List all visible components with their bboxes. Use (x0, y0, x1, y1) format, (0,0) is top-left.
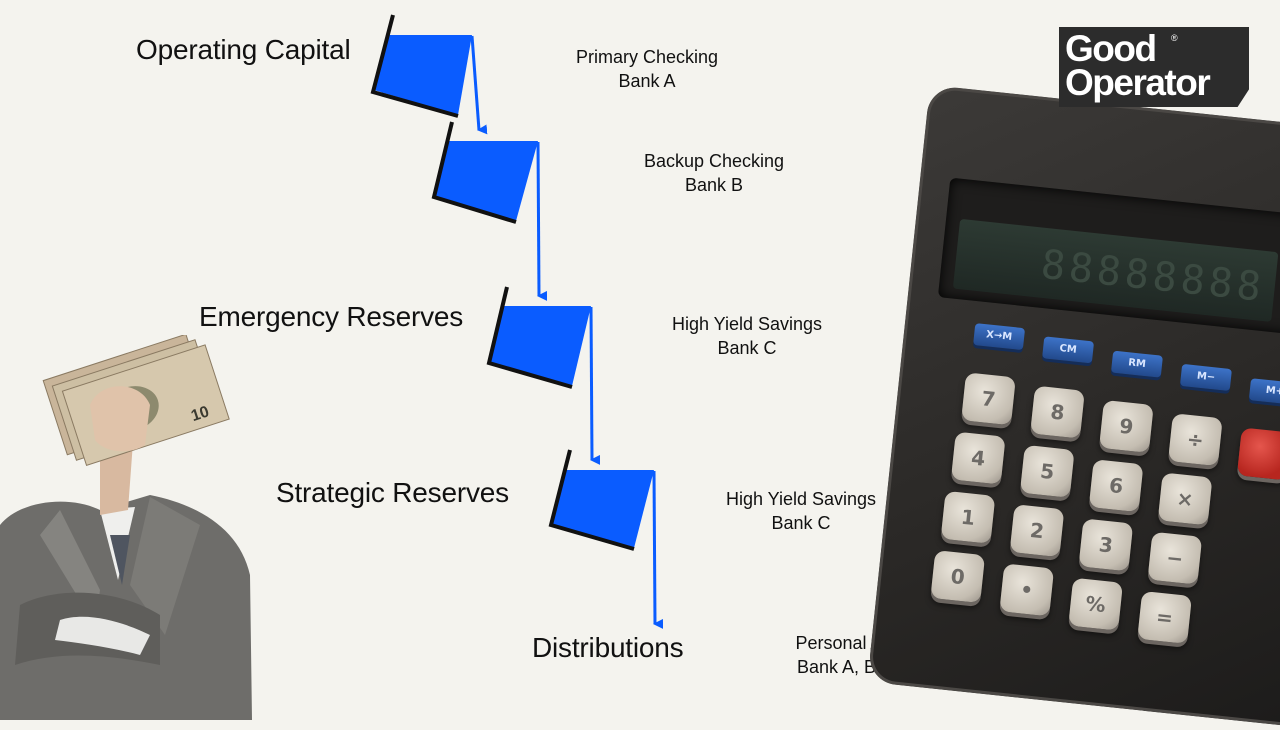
calculator-key: 5 (1019, 444, 1075, 498)
tier-label-strategic-reserves: Strategic Reserves (276, 477, 509, 508)
calculator-memory-key: CM (1042, 336, 1095, 364)
logo-registered-mark: ® (1171, 33, 1178, 43)
calculator-key: 2 (1009, 504, 1065, 558)
calculator-photo: 88888888 X→M CM RM M− M+ 7 8 9 ÷ 4 5 6 ×… (867, 85, 1280, 730)
calculator-key: ÷ (1168, 413, 1223, 467)
calculator-key: 8 (1030, 385, 1085, 439)
calculator-memory-key: X→M (973, 323, 1026, 351)
calculator-memory-key: M+ (1248, 378, 1280, 406)
account-type: High Yield Savings (725, 489, 877, 509)
calculator-key: % (1068, 577, 1124, 631)
arrow-down-icon (470, 35, 488, 135)
logo-line-1: Good (1065, 28, 1157, 69)
money-in-hand-photo: 10 (0, 335, 252, 720)
calculator-key: − (1147, 531, 1203, 585)
account-label: High Yield Savings Bank C (681, 487, 921, 535)
arrow-down-icon (652, 470, 664, 629)
calculator-key (1236, 427, 1280, 481)
calculator-key: 9 (1099, 399, 1154, 453)
calculator-key: 0 (930, 550, 986, 604)
tier-label-distributions: Distributions (532, 632, 684, 663)
calculator-key: = (1137, 590, 1193, 644)
calculator-memory-key: RM (1110, 350, 1163, 378)
bucket-icon (431, 121, 538, 224)
account-label: Backup Checking Bank B (594, 149, 834, 197)
bucket-icon (548, 449, 654, 551)
calculator-key: 6 (1088, 459, 1144, 513)
account-type: Backup Checking (643, 151, 785, 171)
account-type: High Yield Savings (671, 314, 823, 334)
good-operator-logo: Good ® Operator (1059, 27, 1249, 107)
account-bank: Bank B (684, 175, 744, 195)
arrow-down-icon (589, 306, 601, 465)
calculator-display-digits: 88888888 (1038, 241, 1268, 311)
calculator-memory-key: M− (1179, 363, 1232, 391)
calculator-key: × (1157, 472, 1213, 526)
calculator-key: 3 (1078, 518, 1134, 572)
bucket-icon (370, 14, 472, 118)
arrow-down-icon (536, 141, 548, 301)
account-label: Primary Checking Bank A (527, 45, 767, 93)
account-bank: Bank C (717, 338, 777, 358)
tier-label-emergency-reserves: Emergency Reserves (199, 301, 464, 332)
calculator-key: 7 (961, 372, 1016, 426)
logo-line-2: Operator (1065, 62, 1211, 103)
account-label: High Yield Savings Bank C (627, 312, 867, 360)
calculator-key: 4 (950, 431, 1006, 485)
account-type: Primary Checking (575, 47, 719, 67)
tier-label-operating-capital: Operating Capital (136, 34, 351, 65)
account-bank: Bank C (771, 513, 831, 533)
bucket-icon (486, 286, 591, 389)
calculator-key: 1 (940, 490, 996, 544)
account-bank: Bank A (618, 71, 676, 91)
svg-text:10: 10 (189, 403, 211, 425)
calculator-key: • (999, 563, 1055, 617)
